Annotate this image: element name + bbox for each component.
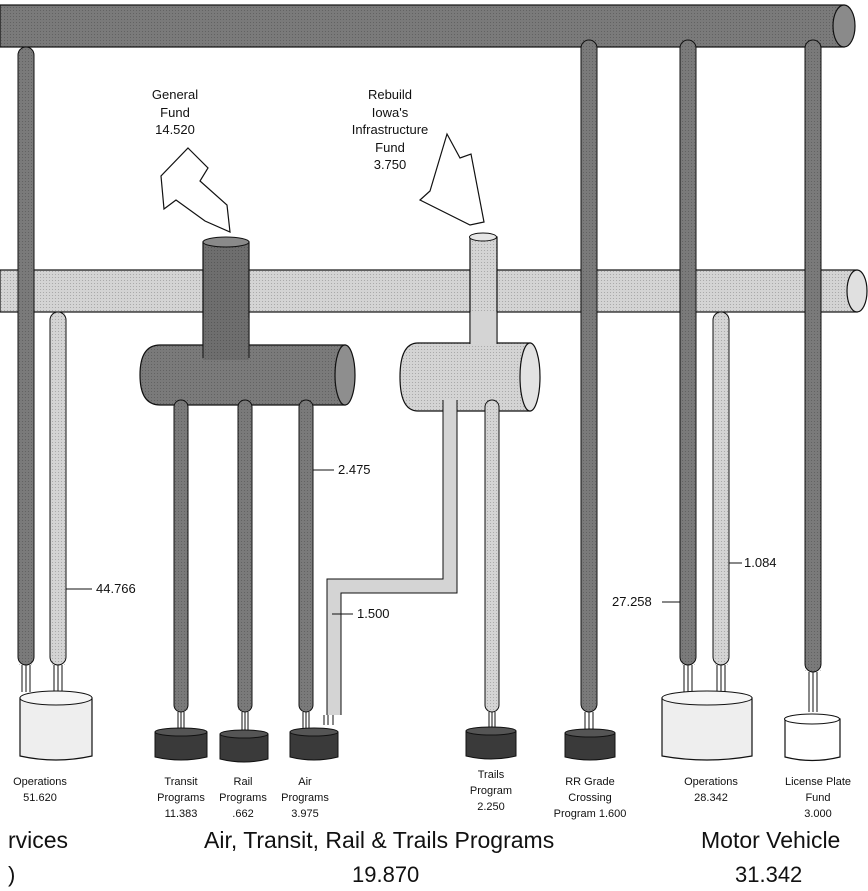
air-programs-label: Air Programs 3.975: [281, 776, 329, 820]
rebuild-fund-label: Rebuild Iowa's Infrastructure Fund 3.750: [351, 87, 429, 173]
rr-grade-crossing-label: RR Grade Crossing Program 1.600: [553, 776, 627, 820]
transit-programs-label: Transit Programs 11.383: [157, 776, 205, 820]
air-bucket: [289, 727, 339, 761]
rr-grade-bucket: [564, 728, 616, 761]
middle-main-pipe: [0, 269, 868, 313]
air-pipe-dark: [298, 399, 334, 728]
trails-program-label: Trails Program 2.250: [469, 769, 513, 813]
license-plate-fund-label: License Plate Fund 3.000: [784, 776, 852, 820]
services-section-title: rvices: [8, 827, 69, 853]
services-branch-flow-value: 44.766: [96, 581, 136, 596]
motor-operations-branch-pipe: [712, 311, 742, 692]
air-transit-section-total: 19.870: [352, 862, 420, 887]
air-split-flow-value: 2.475: [338, 462, 371, 477]
rail-pipe: [237, 399, 253, 730]
transit-bucket: [154, 727, 208, 761]
motor-operations-label: Operations 28.342: [684, 776, 738, 804]
license-plate-pipe: [804, 39, 822, 712]
trails-bucket: [465, 726, 517, 760]
general-fund-arrow: [160, 147, 231, 233]
motor-vehicle-section-title: Motor Vehicle: [701, 827, 841, 853]
license-plate-bucket: [784, 713, 841, 762]
services-operations-bucket: [19, 690, 93, 761]
rail-programs-label: Rail Programs .662: [219, 776, 267, 820]
rebuild-fund-arrow: [418, 132, 485, 226]
motor-operations-main-pipe: [662, 39, 697, 692]
motor-operations-bucket: [661, 690, 753, 761]
transit-pipe: [173, 399, 189, 728]
trails-manifold: [399, 312, 541, 412]
rebuild-to-air-pipe: [323, 400, 458, 725]
top-main-pipe: [0, 4, 856, 48]
general-fund-label: General Fund 14.520: [151, 87, 199, 138]
rr-grade-pipe: [580, 39, 598, 730]
trails-pipe: [484, 399, 500, 728]
air-transit-manifold: [139, 318, 356, 406]
services-section-total: ): [8, 862, 16, 887]
services-operations-label: Operations 51.620: [13, 776, 67, 804]
services-branch-pipe: [49, 311, 92, 692]
rebuild-to-air-flow-value: 1.500: [357, 606, 390, 621]
motor-ops-main-flow-value: 27.258: [612, 594, 652, 609]
air-transit-section-title: Air, Transit, Rail & Trails Programs: [204, 827, 555, 853]
motor-vehicle-section-total: 31.342: [735, 862, 803, 887]
motor-ops-branch-flow-value: 1.084: [744, 555, 777, 570]
services-main-pipe: [17, 46, 35, 692]
rail-bucket: [219, 729, 269, 763]
